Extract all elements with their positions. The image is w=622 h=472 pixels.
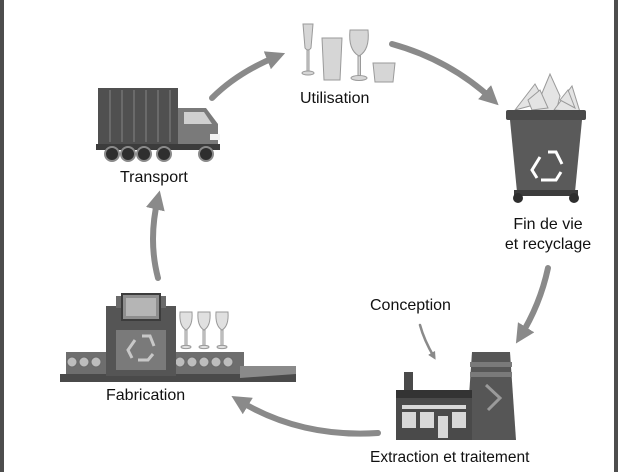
glasses-icon xyxy=(301,23,396,83)
arrow-extraction-to-fabrication xyxy=(231,395,381,437)
label-fin-de-vie-line2: et recyclage xyxy=(504,236,592,253)
arrow-fabrication-to-transport xyxy=(145,190,165,281)
arrow-transport-to-utilisation xyxy=(209,51,286,101)
arrow-conception-to-extraction xyxy=(418,323,436,360)
label-fin-de-vie: Fin de vie et recyclage xyxy=(486,215,610,255)
truck-icon xyxy=(96,88,220,162)
arrow-utilisation-to-fin-de-vie xyxy=(389,41,499,106)
label-fabrication: Fabrication xyxy=(106,387,186,404)
label-fin-de-vie-line1: Fin de vie xyxy=(513,216,583,233)
manufacturing-machine-icon xyxy=(60,293,296,382)
label-conception: Conception xyxy=(370,297,451,314)
label-utilisation: Utilisation xyxy=(300,90,370,107)
recycling-bin-icon xyxy=(506,72,586,203)
cycle-arrows xyxy=(145,41,551,437)
label-transport: Transport xyxy=(120,169,188,186)
factory-icon xyxy=(396,352,516,440)
arrow-fin-de-vie-to-extraction xyxy=(515,265,551,344)
label-extraction: Extraction et traitement xyxy=(370,449,530,466)
